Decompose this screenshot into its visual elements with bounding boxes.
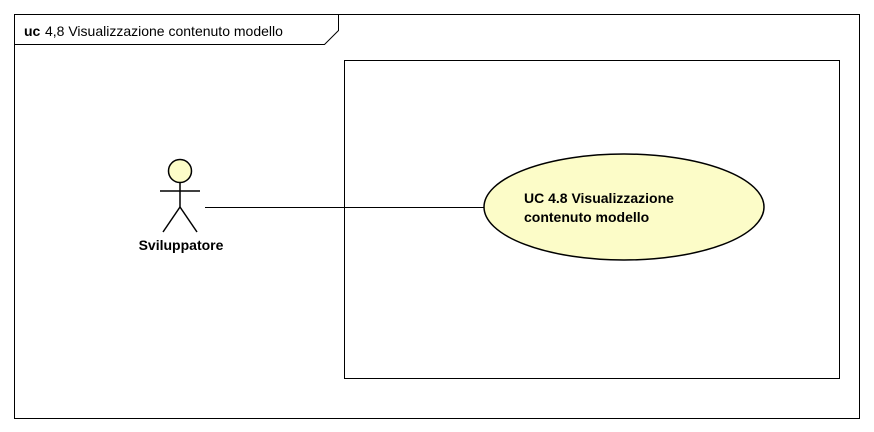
use-case-4-8[interactable]: UC 4.8 Visualizzazione contenuto modello — [483, 153, 765, 261]
use-case-ellipse — [483, 153, 765, 261]
actor-name: Sviluppatore — [139, 237, 224, 253]
frame-title: 4,8 Visualizzazione contenuto modello — [45, 23, 283, 39]
use-case-label-line1: UC 4.8 Visualizzazione — [524, 190, 674, 206]
frame-name-tab — [14, 14, 339, 45]
actor-sviluppatore[interactable]: Sviluppatore — [139, 158, 224, 254]
diagram-frame — [14, 14, 860, 419]
frame-keyword: uc — [24, 23, 41, 39]
actor-head — [167, 158, 193, 184]
actor-right-leg — [179, 206, 198, 233]
use-case-label-line2: contenuto modello — [524, 209, 649, 225]
actor-left-leg — [162, 206, 181, 233]
